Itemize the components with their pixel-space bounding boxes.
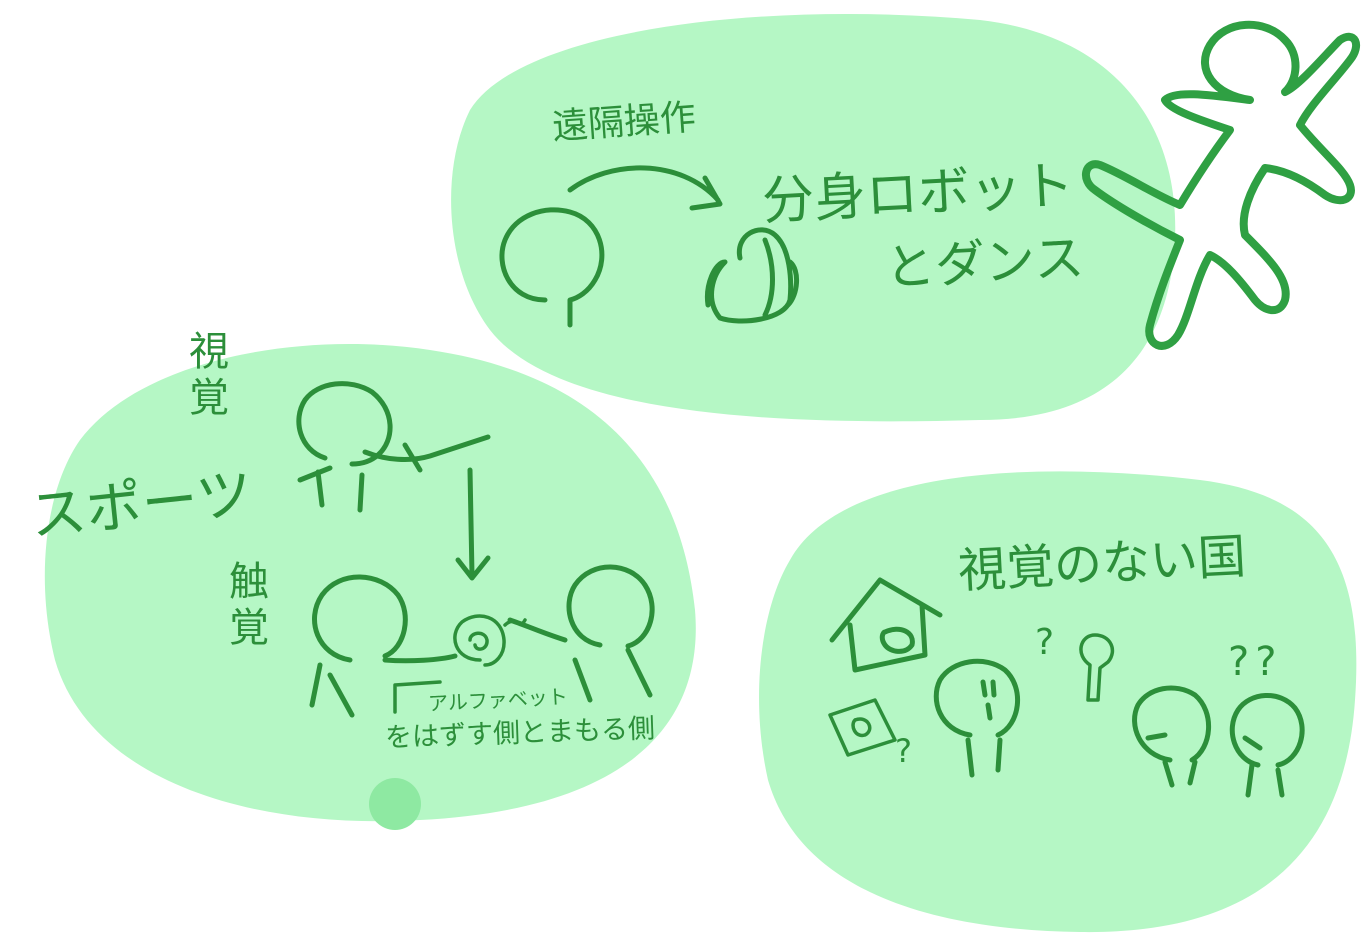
- dance-label: とダンス: [883, 228, 1086, 298]
- avatar-robot: [704, 227, 799, 324]
- green-dot: [369, 778, 421, 830]
- remote-control-label: 遠隔操作: [550, 97, 698, 148]
- top-blob: [451, 14, 1176, 422]
- vision-player-head: [296, 381, 393, 467]
- right-blob: [759, 471, 1357, 933]
- vision-label: 視覚: [182, 330, 228, 422]
- touch-player-right: [507, 564, 655, 703]
- avatar-robot-label: 分身ロボット: [760, 155, 1076, 233]
- no-vision-country-label: 視覚のない国: [956, 528, 1248, 600]
- vision-player-body: [297, 434, 491, 513]
- money-note: [828, 698, 897, 757]
- double-question-mark: ??: [1228, 639, 1283, 685]
- operator-head: [499, 207, 605, 328]
- alphabet-ball: [453, 614, 527, 667]
- question-mark-1: ?: [1035, 622, 1055, 663]
- pair-right-person: [1229, 693, 1305, 798]
- left-blob: [44, 344, 696, 822]
- pass-arrow: [455, 467, 491, 581]
- question-mark-2: ?: [895, 732, 912, 770]
- confused-person: [933, 658, 1021, 778]
- house-icon: [829, 577, 943, 673]
- remote-arrow: [567, 165, 723, 211]
- dancing-robot-figure: [1082, 20, 1361, 350]
- defense-box: [393, 680, 442, 714]
- pair-left-person: [1132, 685, 1211, 788]
- touch-player-left: [309, 574, 458, 718]
- touch-label: 触覚: [222, 560, 268, 652]
- key-icon: [1079, 633, 1115, 702]
